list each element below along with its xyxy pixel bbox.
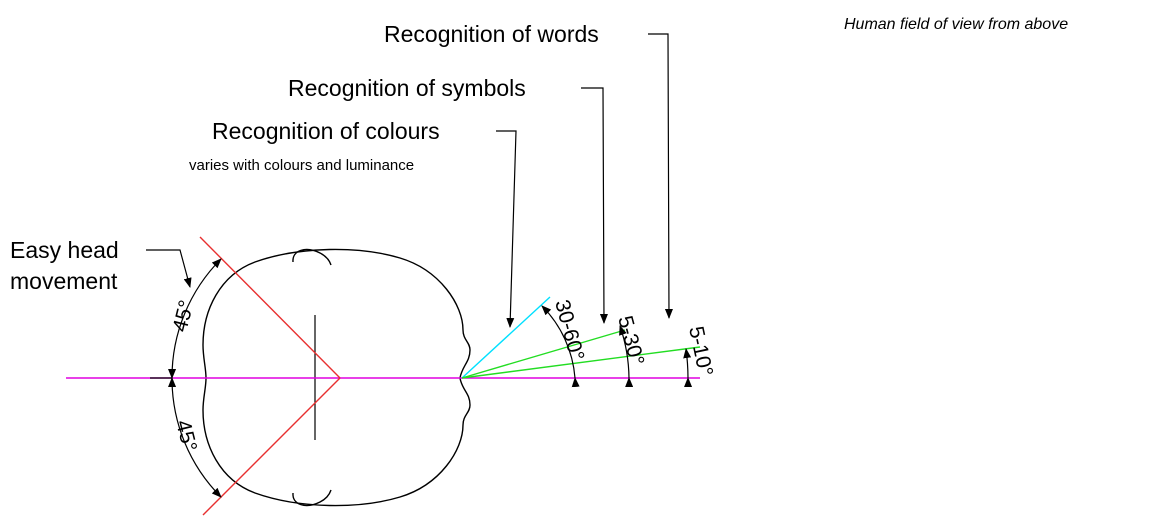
head-limit-lower [202,377,341,516]
colours-leader [496,130,517,328]
angle-label-words: 5-10° [684,324,717,378]
ear-top [292,248,332,266]
head-movement-label-line1: Easy head [10,237,119,263]
label-colours-note: varies with colours and luminance [189,157,414,174]
colours-angle-arc [541,305,580,388]
angle-label-colours: 30-60° [550,297,588,363]
symbols-angle-arc [619,325,634,388]
head-arc-upper [168,258,222,388]
head-movement-leader [146,249,192,288]
label-recognition-of-colours: Recognition of colours [212,118,440,144]
label-recognition-of-words: Recognition of words [384,21,599,47]
label-recognition-of-symbols: Recognition of symbols [288,75,526,101]
angle-label-head-upper: 45° [169,298,199,334]
words-angle-arc [683,348,693,388]
angle-label-head-lower: 45° [171,418,201,454]
head-arc-lower [168,368,222,498]
words-leader [648,33,673,319]
ear-bottom [292,489,332,507]
head-limit-upper [199,236,341,379]
head-movement-label-line2: movement [10,268,118,294]
angle-label-symbols: 5-30° [613,313,648,368]
symbols-leader [581,87,608,324]
colours-ray [461,296,551,379]
symbols-ray [461,329,626,379]
diagram-caption: Human field of view from above [844,16,1069,33]
words-ray [461,346,701,379]
